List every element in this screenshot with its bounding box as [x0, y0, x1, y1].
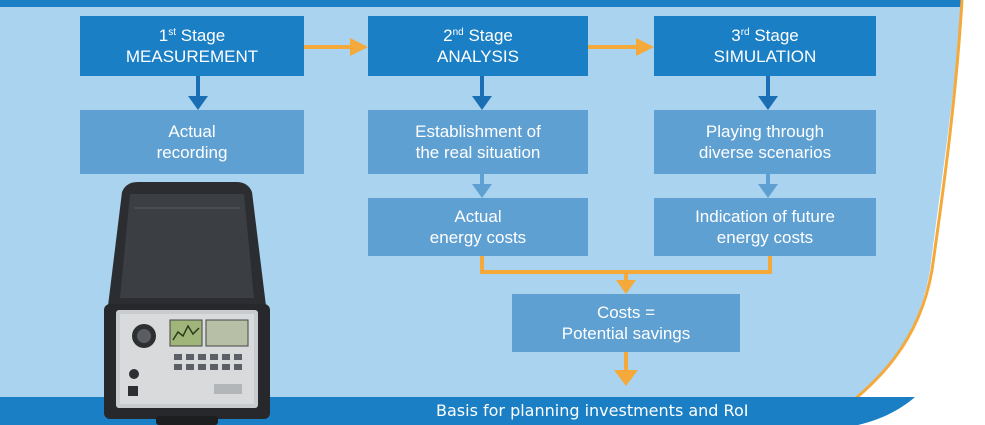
- step-box-potential-savings: Costs = Potential savings: [512, 294, 740, 352]
- stage-word: Stage: [468, 26, 513, 45]
- step-line: Costs =: [596, 303, 656, 322]
- arrow-stage2-to-stage3-head: [636, 38, 654, 56]
- step-line: Actual: [454, 207, 502, 226]
- stage-number: 1: [158, 26, 169, 45]
- arrow-analysis-head: [472, 96, 492, 110]
- measuring-device-case-icon: [104, 182, 270, 425]
- step-box-establishment: Establishment of the real situation: [368, 110, 588, 174]
- stage-box-analysis: 2nd Stage ANALYSIS: [368, 16, 588, 76]
- stage-heading: 1st Stage: [159, 25, 225, 46]
- stage-ordinal: nd: [452, 27, 464, 38]
- step-line: energy costs: [716, 228, 814, 247]
- arrow-merge-head: [616, 280, 636, 294]
- step-line: recording: [156, 143, 228, 162]
- step-box-actual-energy-costs: Actual energy costs: [368, 198, 588, 256]
- step-box-actual-recording: Actual recording: [80, 110, 304, 174]
- stage-number: 3: [731, 26, 741, 45]
- step-line: Playing through: [705, 122, 825, 141]
- footer-caption: Basis for planning investments and RoI: [436, 401, 749, 420]
- stage-heading: 2nd Stage: [443, 25, 513, 46]
- step-box-future-energy-costs: Indication of future energy costs: [654, 198, 876, 256]
- step-line: energy costs: [429, 228, 527, 247]
- step-line: Indication of future: [695, 207, 835, 226]
- stage-name: MEASUREMENT: [125, 47, 259, 66]
- arrow-measurement-head: [188, 96, 208, 110]
- arrow-playing-head: [758, 184, 778, 198]
- stage-ordinal: rd: [740, 27, 750, 38]
- stage-name: ANALYSIS: [437, 47, 519, 66]
- step-line: Establishment of: [415, 122, 541, 141]
- stage-box-simulation: 3rd Stage SIMULATION: [654, 16, 876, 76]
- step-line: diverse scenarios: [698, 143, 832, 162]
- step-line: the real situation: [415, 143, 541, 162]
- step-line: Potential savings: [561, 324, 691, 343]
- stage-ordinal: st: [168, 27, 177, 38]
- step-box-playing-scenarios: Playing through diverse scenarios: [654, 110, 876, 174]
- top-rule: [0, 0, 962, 7]
- stage-box-measurement: 1st Stage MEASUREMENT: [80, 16, 304, 76]
- arrow-simulation-head: [758, 96, 778, 110]
- step-line: Actual: [168, 122, 216, 141]
- stage-word: Stage: [754, 26, 799, 45]
- stage-word: Stage: [180, 26, 226, 45]
- orange-curve: [819, 0, 964, 425]
- arrow-establishment-head: [472, 184, 492, 198]
- arrow-savings-head: [614, 370, 638, 386]
- stage-heading: 3rd Stage: [731, 25, 799, 46]
- stage-number: 2: [443, 26, 453, 45]
- stage-name: SIMULATION: [713, 47, 817, 66]
- arrow-stage1-to-stage2-head: [350, 38, 368, 56]
